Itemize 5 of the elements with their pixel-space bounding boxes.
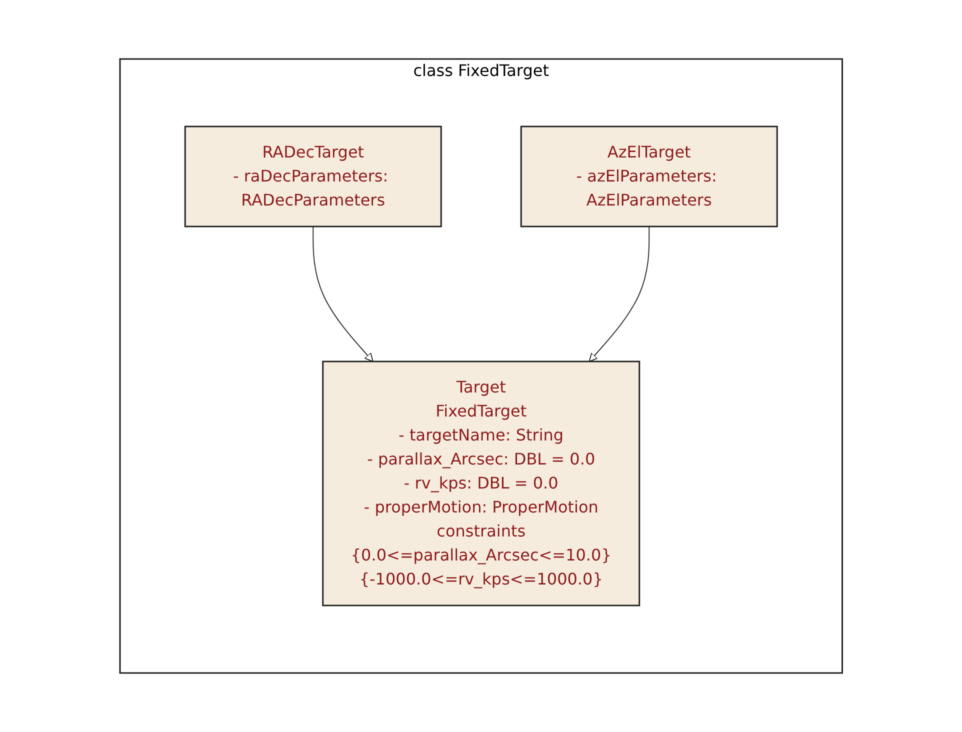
node-box: RADecTarget - raDecParameters: RADecParameters [184, 126, 442, 228]
node-box: AzElTarget - azElParameters: AzElParameters [520, 126, 778, 228]
arrow [588, 226, 650, 362]
node-box: Target FixedTarget - targetName: String - parallax_Arcsec: DBL = 0.0 - rv_kps: DBL = 0.0 - properMotion: ProperMotion constraints {0.0<=parallax_Arcsec<=10.0} {-1000.0<=rv_kps<=1000.0} [322, 360, 640, 606]
arrow [312, 226, 374, 362]
